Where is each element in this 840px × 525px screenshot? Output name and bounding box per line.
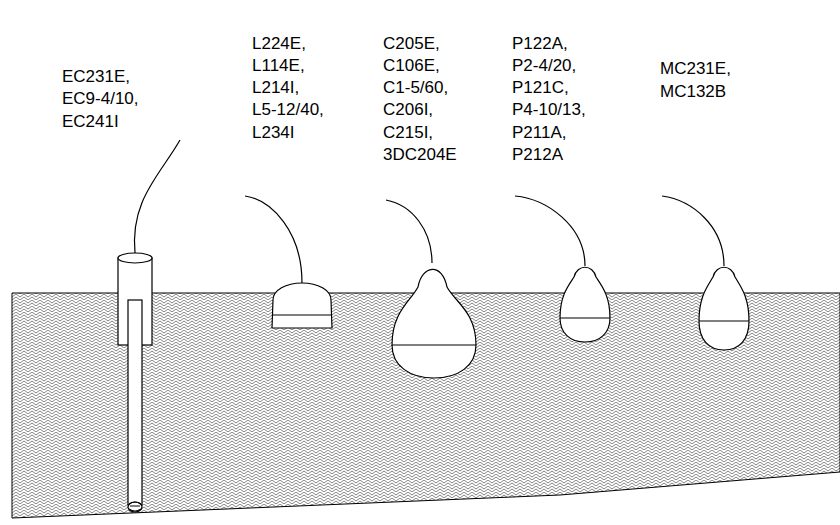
electrode-l — [272, 283, 332, 328]
probe-code: MC132B — [660, 81, 726, 103]
probe-code: L5-12/40, — [252, 99, 324, 121]
well-casing — [118, 253, 152, 512]
probe-code: L224E, — [252, 33, 306, 55]
probe-code: C215I, — [383, 122, 433, 144]
probe-code: C205E, — [383, 33, 440, 55]
probe-code: MC231E, — [660, 58, 731, 80]
electrode-c — [392, 269, 476, 378]
probe-code: EC231E, — [62, 66, 130, 88]
probe-code: L114E, — [252, 55, 305, 77]
leader-lines — [134, 140, 724, 283]
probe-code: P122A, — [512, 33, 568, 55]
probe-code: C106E, — [383, 55, 440, 77]
probe-code: P2-4/20, — [512, 55, 576, 77]
probe-code: P4-10/13, — [512, 99, 586, 121]
electrode-mc — [699, 267, 749, 350]
probe-code: C206I, — [383, 99, 433, 121]
probe-code: P212A — [512, 144, 563, 166]
probe-code: 3DC204E — [383, 144, 457, 166]
probe-code: L214I, — [252, 77, 299, 99]
electrode-p — [560, 267, 610, 342]
probe-code: P121C, — [512, 77, 569, 99]
probe-code: EC241I — [62, 111, 119, 133]
probe-code: L234I — [252, 122, 295, 144]
probe-code: C1-5/60, — [383, 77, 448, 99]
probe-code: P211A, — [512, 122, 567, 144]
probe-code: EC9-4/10, — [62, 88, 139, 110]
